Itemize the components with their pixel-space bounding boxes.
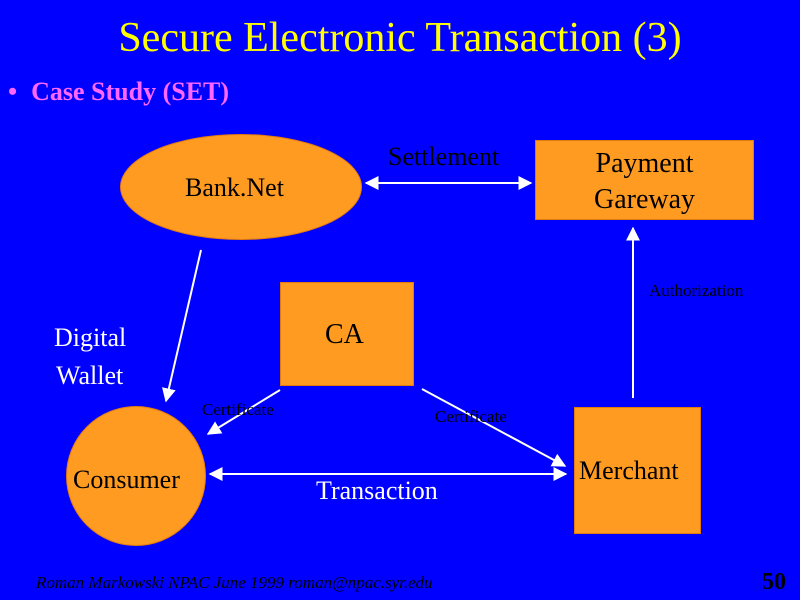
settlement-label: Settlement [388,142,500,171]
banknet-label: Bank.Net [185,173,284,202]
payment-gateway-label-line2: Gareway [593,184,696,215]
ca-box: CA [280,282,414,386]
digital-wallet-arrow [162,249,202,403]
bullet-dot-icon: • [8,77,18,106]
payment-gateway-label-line1: Payment [595,148,694,179]
bullet-text: Case Study (SET) [31,77,230,106]
digital-wallet-label-line2: Wallet [56,361,124,390]
authorization-label: Authorization [649,281,744,300]
bullet-item: • Case Study (SET) [8,76,229,108]
page-number: 50 [762,569,786,595]
payment-gateway-box: Payment Gareway [535,140,754,220]
consumer-label: Consumer [73,465,180,494]
certificate-left-label: Certificate [202,400,274,419]
transaction-label: Transaction [316,476,438,505]
ca-to-merchant-arrow [421,388,567,467]
ca-to-consumer-arrow [206,389,281,435]
banknet-ellipse: Bank.Net [120,134,362,240]
merchant-label: Merchant [579,456,679,485]
merchant-box: Merchant [574,407,701,534]
digital-wallet-label-line1: Digital [54,323,127,352]
consumer-circle: Consumer [66,406,206,546]
footer-credit: Roman Markowski NPAC June 1999 roman@npa… [36,573,433,592]
certificate-right-label: Certificate [435,407,507,426]
ca-label: CA [325,319,364,350]
slide-title: Secure Electronic Transaction (3) [118,15,682,61]
